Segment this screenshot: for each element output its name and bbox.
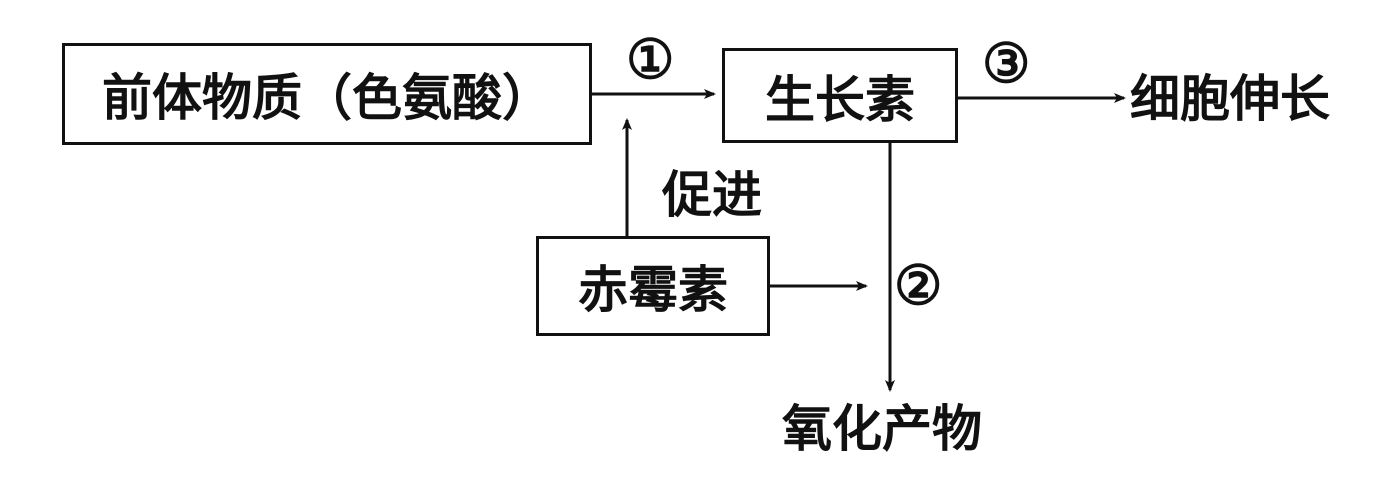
precursor-label: 前体物质（色氨酸） — [102, 68, 552, 127]
precursor-box: 前体物质（色氨酸） — [62, 43, 592, 145]
gibberellin-label: 赤霉素 — [578, 260, 728, 319]
cell-elongation-label: 细胞伸长 — [1130, 69, 1330, 128]
promote-label: 促进 — [662, 165, 762, 224]
step2-label: ② — [894, 253, 943, 317]
step1-label: ① — [626, 27, 675, 91]
step3-label: ③ — [982, 31, 1031, 95]
auxin-label: 生长素 — [765, 69, 915, 129]
oxidation-product-label: 氧化产物 — [782, 399, 982, 458]
gibberellin-box: 赤霉素 — [536, 236, 770, 336]
auxin-box: 生长素 — [722, 48, 958, 143]
